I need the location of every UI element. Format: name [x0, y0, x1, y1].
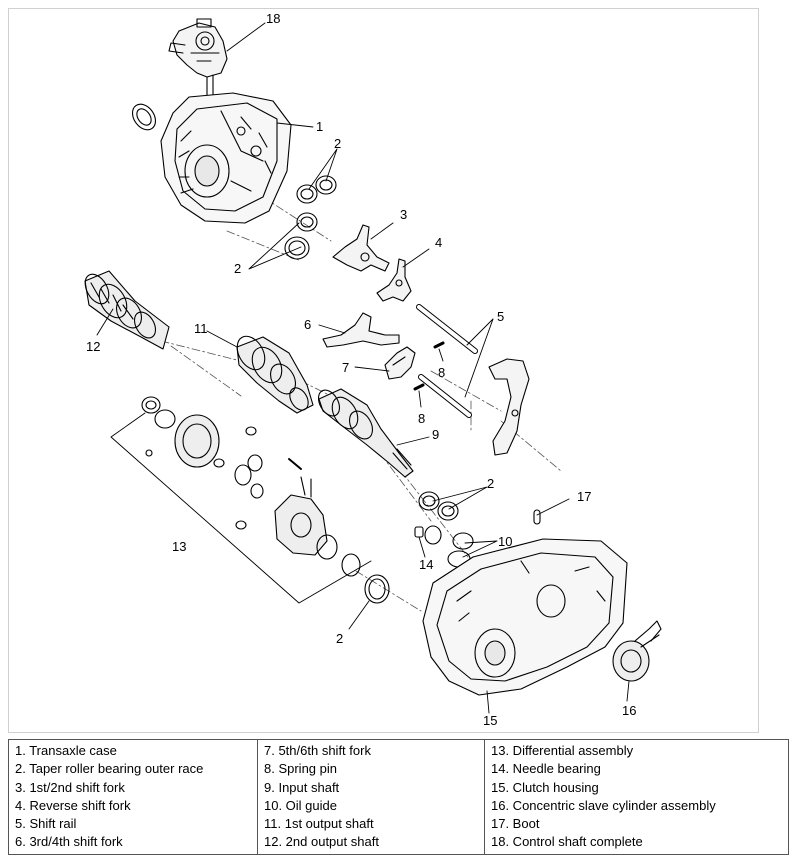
legend-item: 9. Input shaft: [264, 779, 340, 795]
callout-9: 9: [432, 427, 439, 442]
legend-item: 7. 5th/6th shift fork: [264, 743, 371, 758]
callout-2-top: 2: [334, 136, 341, 151]
clutch-housing: [422, 538, 628, 696]
concentric-slave-cylinder: [612, 620, 662, 682]
legend-column-1: 1. Transaxle case 2. Taper roller bearin…: [8, 739, 258, 855]
callout-6: 6: [304, 317, 311, 332]
spring-pins: [413, 341, 445, 391]
legend-row: 1. Transaxle case 2. Taper roller bearin…: [8, 739, 789, 855]
callout-12: 12: [86, 339, 100, 354]
callout-13: 13: [172, 539, 186, 554]
legend-item: 2. Taper roller bearing outer race: [15, 761, 204, 777]
callout-16: 16: [622, 703, 636, 718]
legend-item: 4. Reverse shift fork: [15, 797, 131, 813]
shift-rails: [416, 304, 478, 418]
callout-11: 11: [194, 321, 208, 336]
callout-7: 7: [342, 360, 349, 375]
shift-fork-1st-2nd: [332, 224, 390, 272]
bearing-outer-races-bottom: [364, 491, 459, 604]
legend-item: 11. 1st output shaft: [264, 816, 374, 832]
legend-item: 10. Oil guide: [264, 797, 337, 813]
legend-item: 5. Shift rail: [15, 816, 77, 832]
differential-assembly: [141, 396, 361, 577]
first-output-shaft: [236, 335, 314, 414]
shift-bracket: [488, 358, 530, 456]
legend-item: 8. Spring pin: [264, 761, 337, 777]
bearing-outer-race-left: [131, 103, 157, 131]
legend-item: 14. Needle bearing: [491, 761, 601, 777]
control-shaft-complete: [168, 18, 228, 98]
exploded-view-diagram: 18 1 2 2 3 4 5 6 7 8 8 9 11 12 13 2 17 1…: [8, 8, 759, 733]
callout-5: 5: [497, 309, 504, 324]
callout-2-right: 2: [487, 476, 494, 491]
legend-item: 16. Concentric slave cylinder assembly: [491, 797, 716, 813]
legend-item: 18. Control shaft complete: [491, 834, 643, 850]
shift-fork-5th-6th: [384, 346, 416, 380]
needle-bearing: [414, 526, 424, 538]
callout-2-bottom: 2: [336, 631, 343, 646]
legend-column-3: 13. Differential assembly 14. Needle bea…: [484, 739, 789, 855]
callout-8-b: 8: [418, 411, 425, 426]
callout-4: 4: [435, 235, 442, 250]
second-output-shaft: [84, 270, 170, 350]
legend-column-2: 7. 5th/6th shift fork 8. Spring pin 9. I…: [257, 739, 485, 855]
callout-18: 18: [266, 11, 280, 26]
callout-1: 1: [316, 119, 323, 134]
shift-fork-3rd-4th: [322, 312, 400, 348]
callout-14: 14: [419, 557, 433, 572]
callout-17: 17: [577, 489, 591, 504]
legend-item: 3. 1st/2nd shift fork: [15, 779, 125, 795]
legend-item: 6. 3rd/4th shift fork: [15, 834, 123, 850]
parts-legend-table: 1. Transaxle case 2. Taper roller bearin…: [8, 739, 789, 855]
callout-labels: 18 1 2 2 3 4 5 6 7 8 8 9 11 12 13 2 17 1…: [86, 11, 636, 728]
callout-8-a: 8: [438, 365, 445, 380]
legend-item: 1. Transaxle case: [15, 743, 117, 758]
boot: [533, 509, 541, 525]
callout-2-left: 2: [234, 261, 241, 276]
input-shaft: [317, 388, 414, 478]
transaxle-case: [160, 92, 292, 224]
legend-item: 17. Boot: [491, 816, 540, 832]
legend-item: 13. Differential assembly: [491, 743, 634, 758]
callout-3: 3: [400, 207, 407, 222]
legend-item: 15. Clutch housing: [491, 779, 599, 795]
bearing-outer-races-top: [284, 175, 337, 260]
callout-10: 10: [498, 534, 512, 549]
legend-item: 12. 2nd output shaft: [264, 834, 379, 850]
leader-lines: [96, 22, 630, 714]
callout-15: 15: [483, 713, 497, 728]
reverse-shift-fork: [376, 258, 412, 302]
